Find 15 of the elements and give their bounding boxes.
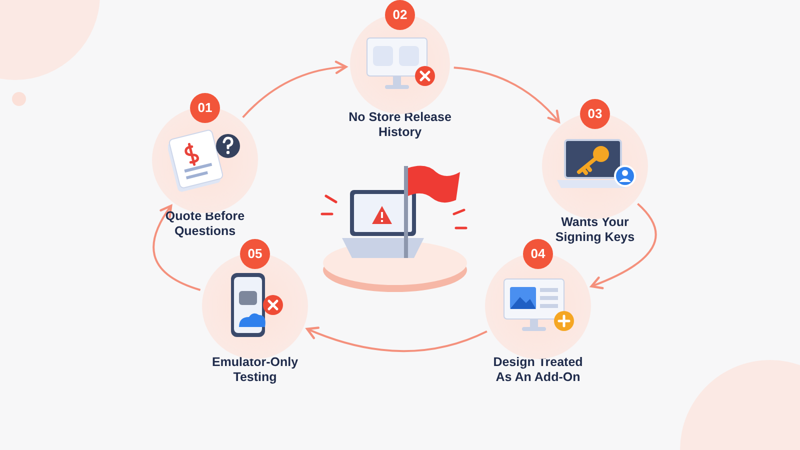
step-number: 02	[385, 0, 415, 30]
curved-arrow	[454, 66, 560, 124]
step-title: Wants Your Signing Keys	[554, 215, 636, 245]
step-title: No Store Release History	[348, 110, 452, 140]
step-number: 05	[240, 239, 270, 269]
curved-arrow	[152, 204, 201, 291]
step-number: 03	[580, 99, 610, 129]
step-title: Quote Before Questions	[164, 209, 246, 239]
step-title: Design Treated As An Add-On	[492, 355, 584, 385]
curved-arrow	[242, 60, 348, 118]
step-title: Emulator-Only Testing	[210, 355, 300, 385]
curved-arrow	[306, 326, 488, 352]
step-number: 04	[523, 239, 553, 269]
step-number: 01	[190, 93, 220, 123]
curved-arrow	[590, 203, 657, 289]
